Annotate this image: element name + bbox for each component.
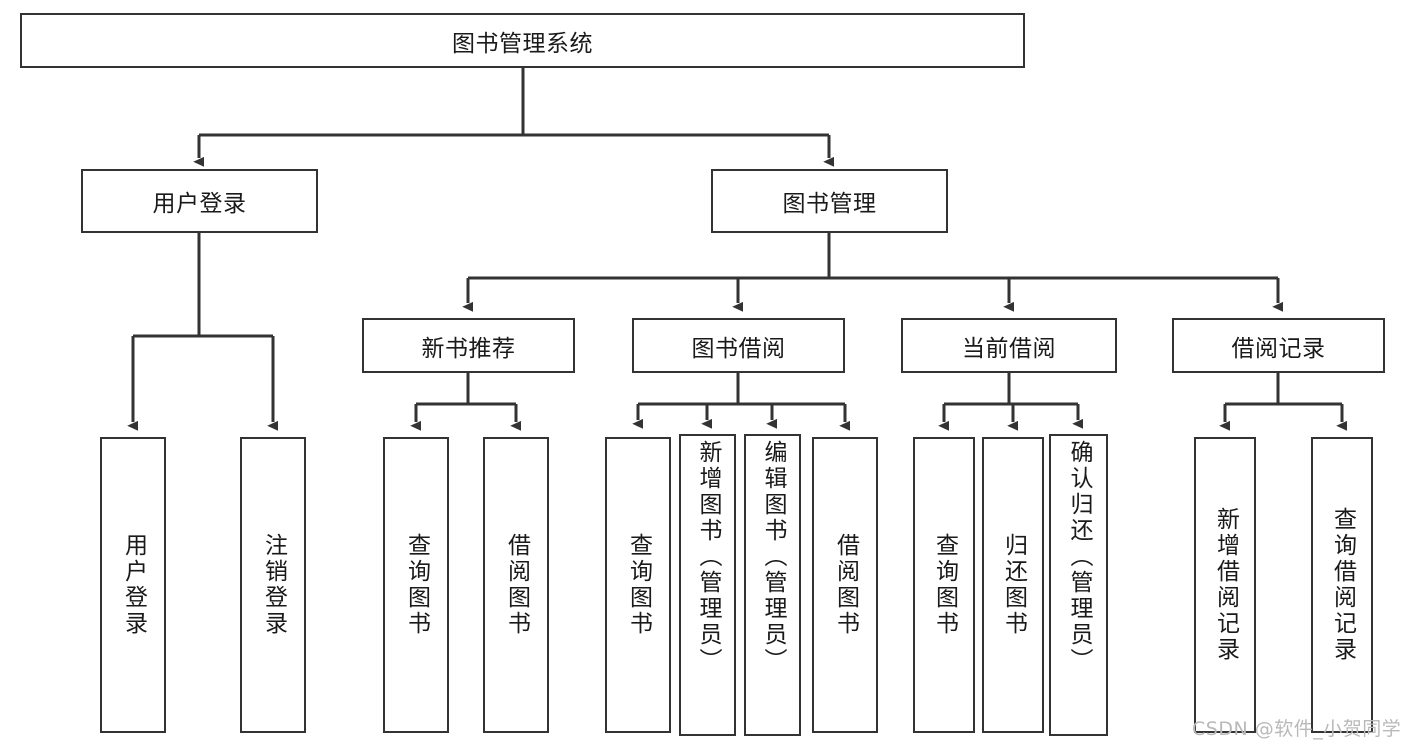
- node-leaf-return-book[interactable]: 归还图书: [982, 437, 1044, 733]
- node-level1-user-login[interactable]: 用户登录: [81, 169, 318, 233]
- node-level1-book-management[interactable]: 图书管理: [711, 169, 948, 233]
- node-leaf-query-borrow-record[interactable]: 查询借阅记录: [1311, 437, 1373, 733]
- watermark-text: CSDN @软件_小贺同学: [1192, 718, 1402, 740]
- node-level2-borrow-records[interactable]: 借阅记录: [1172, 318, 1385, 373]
- node-root[interactable]: 图书管理系统: [20, 13, 1025, 68]
- node-leaf-logout[interactable]: 注销登录: [240, 437, 306, 733]
- node-level2-new-book-recommendation[interactable]: 新书推荐: [362, 318, 575, 373]
- node-level2-current-borrow[interactable]: 当前借阅: [901, 318, 1117, 373]
- node-leaf-confirm-return-admin[interactable]: 确认归还（管理员）: [1049, 434, 1108, 736]
- node-leaf-edit-book-admin[interactable]: 编辑图书（管理员）: [744, 434, 801, 736]
- node-leaf-query-book-rec[interactable]: 查询图书: [383, 437, 449, 733]
- node-leaf-borrow-book[interactable]: 借阅图书: [812, 437, 878, 733]
- node-leaf-borrow-book-rec[interactable]: 借阅图书: [483, 437, 549, 733]
- node-leaf-query-book-current[interactable]: 查询图书: [913, 437, 975, 733]
- node-leaf-add-borrow-record[interactable]: 新增借阅记录: [1194, 437, 1256, 733]
- node-leaf-query-book-borrow[interactable]: 查询图书: [605, 437, 671, 733]
- node-leaf-add-book-admin[interactable]: 新增图书（管理员）: [679, 434, 736, 736]
- node-leaf-user-login[interactable]: 用户登录: [100, 437, 166, 733]
- node-level2-book-borrow[interactable]: 图书借阅: [632, 318, 845, 373]
